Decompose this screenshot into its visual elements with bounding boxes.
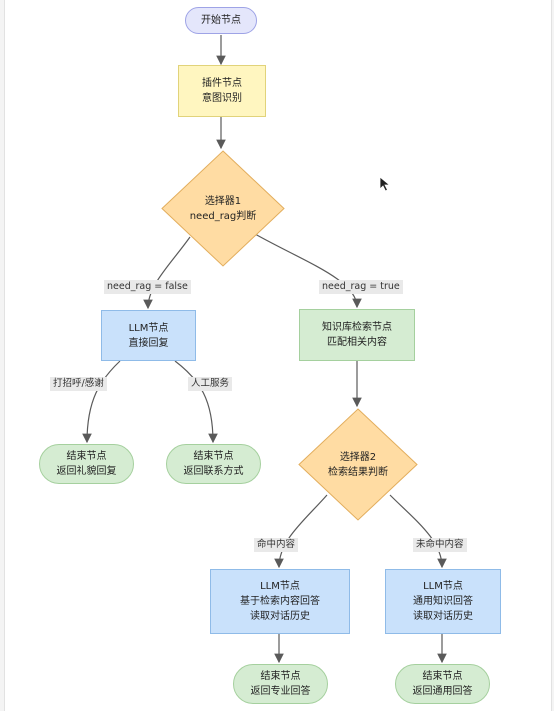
diagram-canvas: 开始节点 插件节点 意图识别 选择器1 need_rag判断 need_rag …	[4, 0, 552, 711]
edge-layer	[82, 35, 447, 664]
edge-selector2-llm2	[274, 494, 328, 569]
edge-selector1-llm1	[143, 236, 191, 310]
selector2-diamond	[298, 408, 418, 521]
selector1-title: 选择器1	[204, 195, 242, 207]
end-node-polite-title: 结束节点	[66, 451, 107, 462]
edge-label-miss: 未命中内容	[413, 538, 467, 552]
selector2-title: 选择器2	[339, 451, 377, 463]
end-node-general-desc: 返回通用回答	[412, 686, 473, 697]
edge-label-greeting-thanks: 打招呼/感谢	[50, 377, 107, 391]
knowledge-search-node: 知识库检索节点 匹配相关内容	[299, 309, 415, 361]
llm-node-direct-desc: 直接回复	[128, 337, 169, 349]
edge-selector2-llm3	[389, 494, 447, 569]
selector1-diamond	[161, 150, 285, 267]
end-node-contact-desc: 返回联系方式	[183, 466, 244, 477]
selector2-node: 选择器2 检索结果判断	[298, 408, 418, 521]
end-node-polite: 结束节点 返回礼貌回复	[39, 444, 134, 484]
llm-node-direct: LLM节点 直接回复	[101, 310, 196, 361]
edge-label-need-rag-true: need_rag = true	[319, 280, 403, 294]
end-node-professional: 结束节点 返回专业回答	[233, 664, 328, 704]
edge-llm1-end2	[174, 360, 218, 444]
llm-node-general-answer: LLM节点 通用知识回答 读取对话历史	[385, 569, 501, 634]
llm-node-retrieval-answer: LLM节点 基于检索内容回答 读取对话历史	[210, 569, 350, 634]
end-node-contact-title: 结束节点	[193, 451, 234, 462]
llm-node-general-history: 读取对话历史	[413, 611, 473, 622]
edge-label-human-service: 人工服务	[188, 377, 233, 391]
start-node-title: 开始节点	[201, 15, 241, 26]
edge-label-hit: 命中内容	[254, 538, 299, 552]
knowledge-search-title: 知识库检索节点	[322, 322, 392, 333]
llm-node-retrieval-desc: 基于检索内容回答	[240, 596, 320, 607]
end-node-general: 结束节点 返回通用回答	[395, 664, 490, 704]
edge-llm1-end1	[82, 360, 121, 444]
end-node-contact: 结束节点 返回联系方式	[166, 444, 261, 484]
plugin-node: 插件节点 意图识别	[178, 65, 266, 117]
end-node-professional-desc: 返回专业回答	[250, 686, 311, 697]
selector2-desc: 检索结果判断	[328, 466, 388, 478]
end-node-professional-title: 结束节点	[260, 671, 301, 682]
end-node-polite-desc: 返回礼貌回复	[56, 466, 117, 477]
edge-selector1-kb	[254, 233, 362, 309]
llm-node-general-title: LLM节点	[423, 581, 463, 592]
selector1-desc: need_rag判断	[189, 210, 257, 222]
llm-node-retrieval-title: LLM节点	[260, 581, 300, 592]
llm-node-retrieval-history: 读取对话历史	[250, 611, 310, 622]
plugin-node-title: 插件节点	[202, 78, 242, 89]
llm-node-general-desc: 通用知识回答	[413, 596, 473, 607]
selector1-node: 选择器1 need_rag判断	[161, 150, 285, 267]
llm-node-direct-title: LLM节点	[128, 322, 169, 334]
start-node: 开始节点	[185, 7, 257, 34]
edge-label-need-rag-false: need_rag = false	[104, 280, 191, 294]
mouse-cursor-icon	[379, 176, 391, 192]
plugin-node-desc: 意图识别	[202, 93, 242, 104]
knowledge-search-desc: 匹配相关内容	[327, 337, 387, 348]
end-node-general-title: 结束节点	[422, 671, 463, 682]
